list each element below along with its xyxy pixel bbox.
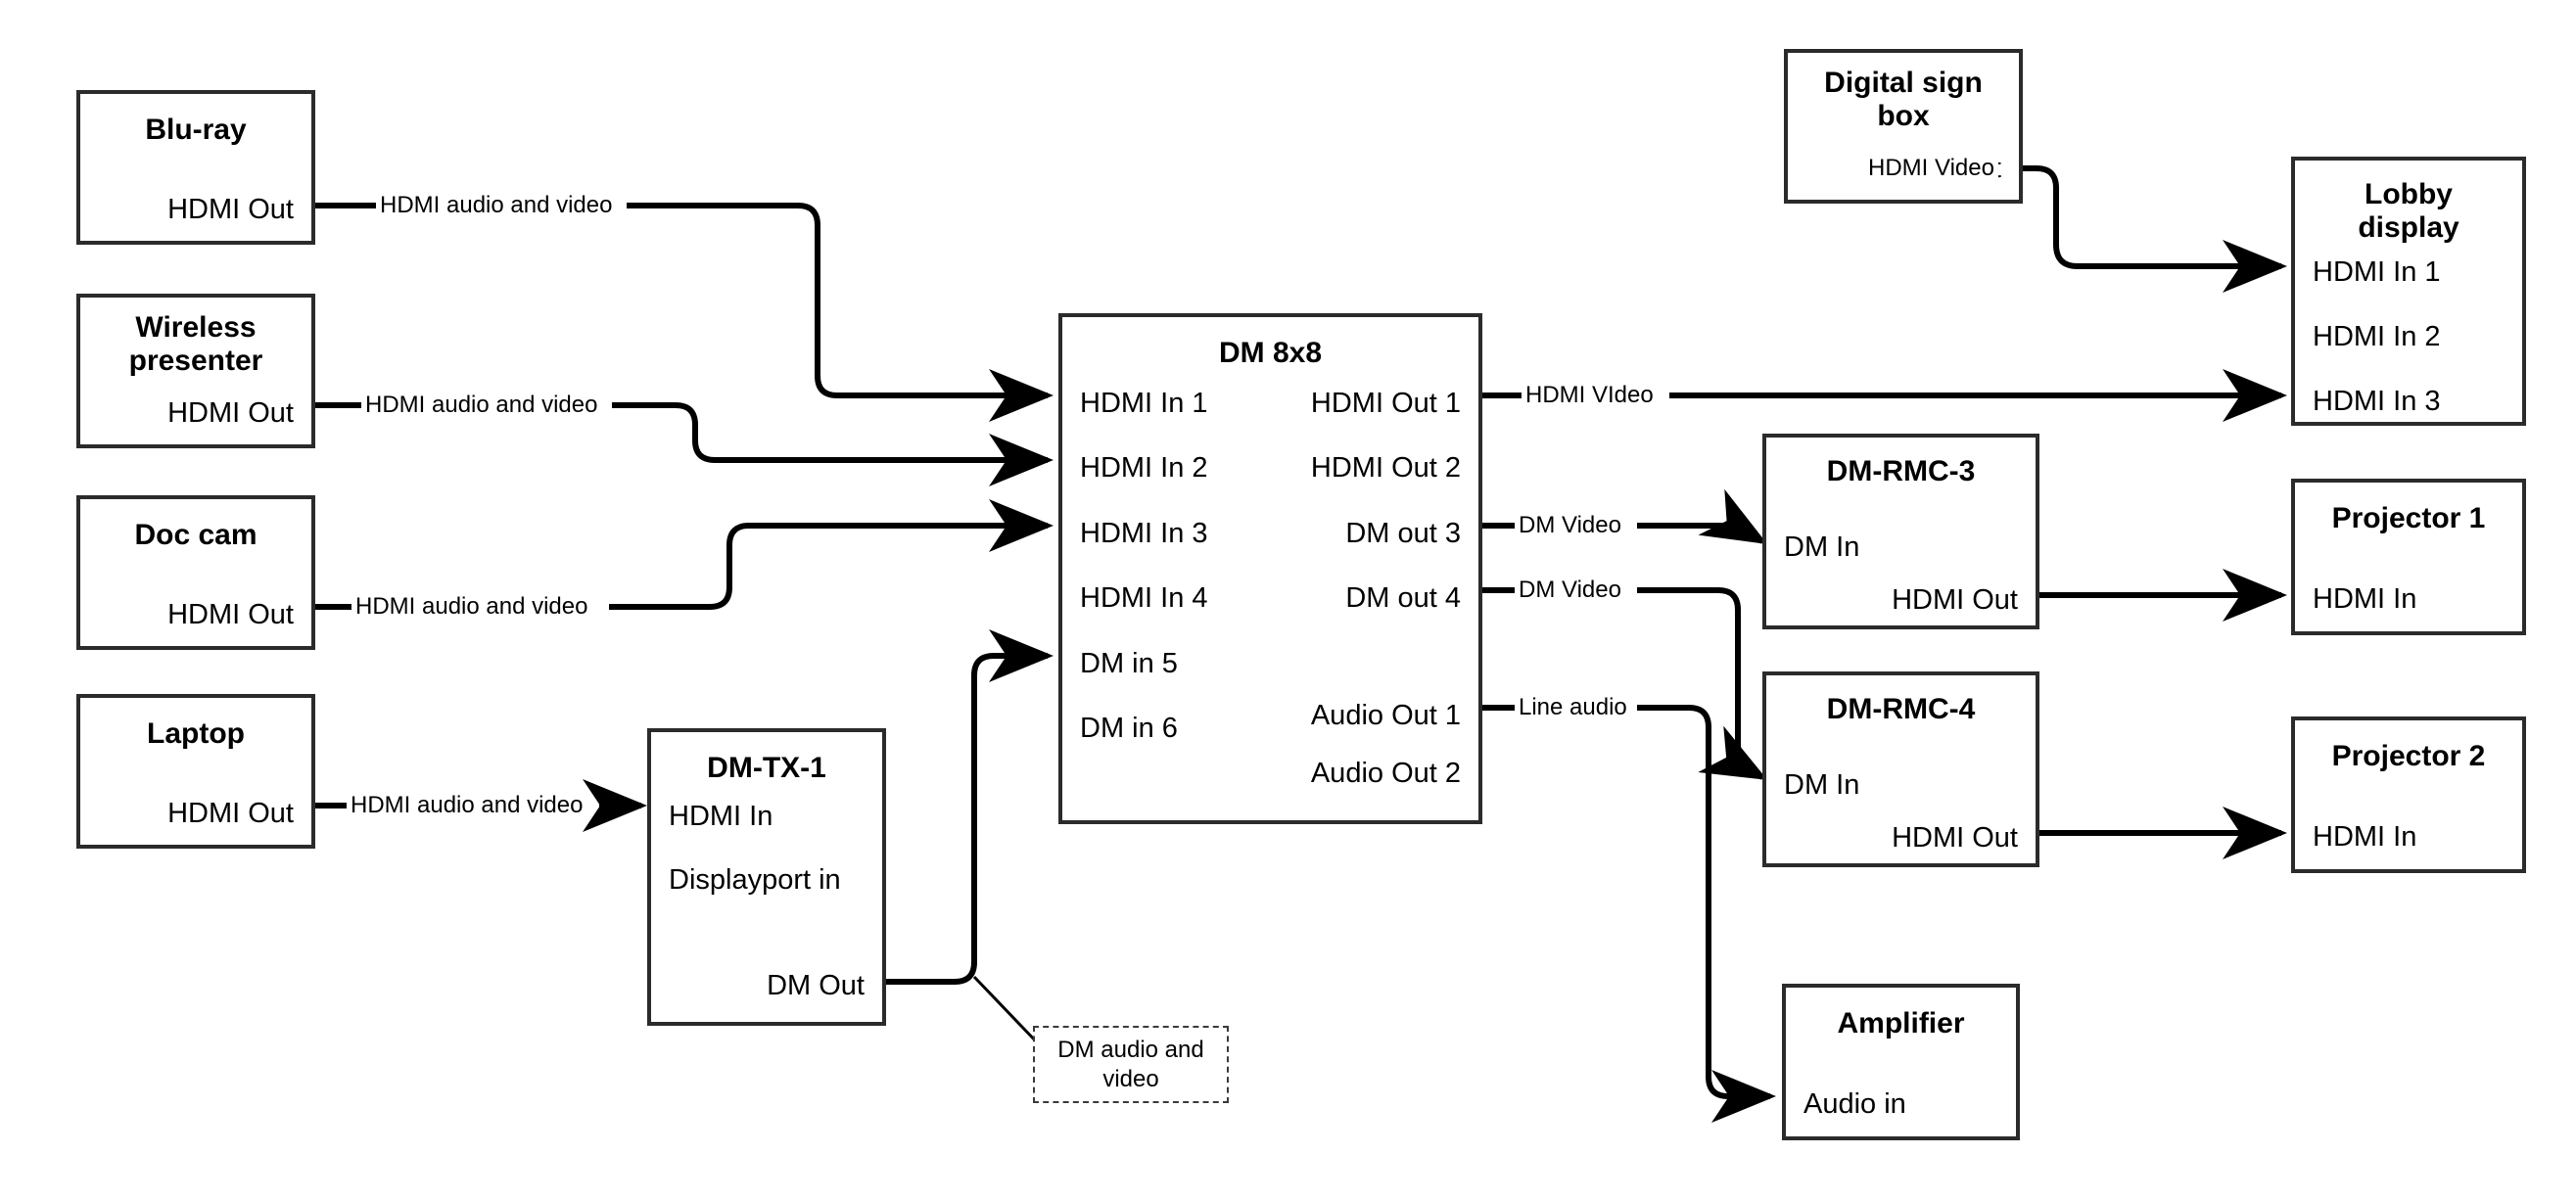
node-digital-sign-box-title-line1: Digital sign bbox=[1824, 67, 1983, 99]
node-dm-8x8[interactable]: DM 8x8 HDMI In 1 HDMI In 2 HDMI In 3 HDM… bbox=[1058, 313, 1482, 824]
wire-bluray-to-hdmi-in-1 bbox=[315, 203, 1048, 395]
wire-dm-out-4-to-rmc4 bbox=[1482, 587, 1762, 777]
node-amplifier-port-audio-in[interactable]: Audio in bbox=[1803, 1088, 1906, 1120]
callout-dm-audio-and-video: DM audio and video bbox=[1033, 1026, 1229, 1103]
node-dm-8x8-output-dm-out-4[interactable]: DM out 4 bbox=[1345, 582, 1461, 614]
node-dm-8x8-input-hdmi-in-4[interactable]: HDMI In 4 bbox=[1080, 582, 1208, 614]
node-dm-tx-1[interactable]: DM-TX-1 HDMI In Displayport in DM Out bbox=[647, 728, 886, 1026]
node-dm-8x8-output-audio-out-2[interactable]: Audio Out 2 bbox=[1310, 758, 1461, 789]
node-lobby-display-input-hdmi-in-3[interactable]: HDMI In 3 bbox=[2313, 386, 2441, 417]
node-dm-8x8-input-dm-in-6[interactable]: DM in 6 bbox=[1080, 713, 1178, 744]
node-projector-1[interactable]: Projector 1 HDMI In bbox=[2291, 479, 2526, 635]
node-doc-cam-title: Doc cam bbox=[134, 519, 258, 551]
node-laptop-title: Laptop bbox=[147, 717, 245, 750]
wire-label-dm-out-4: DM Video bbox=[1515, 578, 1625, 602]
node-amplifier-title: Amplifier bbox=[1837, 1007, 1965, 1039]
node-doc-cam-port-hdmi-out[interactable]: HDMI Out bbox=[167, 599, 294, 630]
node-dm-8x8-input-hdmi-in-2[interactable]: HDMI In 2 bbox=[1080, 452, 1208, 484]
node-dm-8x8-output-hdmi-out-1[interactable]: HDMI Out 1 bbox=[1310, 388, 1461, 419]
node-wireless-presenter-title-line1: Wireless bbox=[135, 311, 257, 344]
node-dm-tx-1-title: DM-TX-1 bbox=[707, 752, 826, 784]
node-dm-rmc-4-port-hdmi-out[interactable]: HDMI Out bbox=[1892, 822, 2018, 854]
node-wireless-presenter-title-line2: presenter bbox=[128, 345, 263, 377]
wire-label-dm-out-3: DM Video bbox=[1515, 514, 1625, 537]
node-dm-rmc-4-title: DM-RMC-4 bbox=[1826, 693, 1976, 725]
wire-label-bluray: HDMI audio and video bbox=[376, 194, 617, 217]
node-projector-2-title: Projector 2 bbox=[2331, 740, 2486, 772]
node-dm-rmc-4-port-dm-in[interactable]: DM In bbox=[1784, 769, 1860, 801]
node-dm-rmc-4[interactable]: DM-RMC-4 DM In HDMI Out bbox=[1762, 671, 2039, 867]
wire-label-audio-out-1: Line audio bbox=[1515, 696, 1631, 719]
node-dm-8x8-input-hdmi-in-1[interactable]: HDMI In 1 bbox=[1080, 388, 1208, 419]
wire-label-hdmi-out-1: HDMI VIdeo bbox=[1522, 384, 1658, 407]
node-laptop-port-hdmi-out[interactable]: HDMI Out bbox=[167, 798, 294, 829]
wire-audio-out-1-to-amplifier bbox=[1482, 705, 1770, 1096]
wire-label-digital-sign: HDMI Video bbox=[1864, 157, 1998, 180]
node-dm-tx-1-port-dm-out[interactable]: DM Out bbox=[767, 970, 865, 1001]
node-lobby-display-input-hdmi-in-2[interactable]: HDMI In 2 bbox=[2313, 321, 2441, 352]
node-projector-1-title: Projector 1 bbox=[2331, 502, 2486, 534]
node-dm-8x8-output-hdmi-out-2[interactable]: HDMI Out 2 bbox=[1310, 452, 1461, 484]
wire-label-wireless: HDMI audio and video bbox=[361, 393, 602, 417]
node-projector-1-port-hdmi-in[interactable]: HDMI In bbox=[2313, 583, 2417, 615]
node-dm-rmc-3[interactable]: DM-RMC-3 DM In HDMI Out bbox=[1762, 434, 2039, 629]
node-bluray-port-hdmi-out[interactable]: HDMI Out bbox=[167, 194, 294, 225]
node-projector-2-port-hdmi-in[interactable]: HDMI In bbox=[2313, 821, 2417, 853]
node-projector-2[interactable]: Projector 2 HDMI In bbox=[2291, 716, 2526, 873]
node-dm-8x8-output-audio-out-1[interactable]: Audio Out 1 bbox=[1310, 700, 1461, 731]
node-lobby-display-title-line2: display bbox=[2358, 211, 2459, 244]
node-amplifier[interactable]: Amplifier Audio in bbox=[1782, 984, 2020, 1140]
node-lobby-display[interactable]: Lobby display HDMI In 1 HDMI In 2 HDMI I… bbox=[2291, 157, 2526, 426]
node-dm-8x8-input-dm-in-5[interactable]: DM in 5 bbox=[1080, 648, 1178, 679]
node-dm-8x8-input-hdmi-in-3[interactable]: HDMI In 3 bbox=[1080, 518, 1208, 549]
node-doc-cam[interactable]: Doc cam HDMI Out bbox=[76, 495, 315, 650]
node-bluray[interactable]: Blu-ray HDMI Out bbox=[76, 90, 315, 245]
node-dm-8x8-title: DM 8x8 bbox=[1218, 337, 1323, 369]
node-dm-tx-1-port-displayport-in[interactable]: Displayport in bbox=[669, 864, 841, 896]
node-dm-8x8-output-dm-out-3[interactable]: DM out 3 bbox=[1345, 518, 1461, 549]
node-dm-rmc-3-title: DM-RMC-3 bbox=[1826, 455, 1976, 487]
node-dm-rmc-3-port-hdmi-out[interactable]: HDMI Out bbox=[1892, 584, 2018, 616]
node-dm-rmc-3-port-dm-in[interactable]: DM In bbox=[1784, 531, 1860, 563]
node-lobby-display-input-hdmi-in-1[interactable]: HDMI In 1 bbox=[2313, 256, 2441, 288]
node-dm-tx-1-port-hdmi-in[interactable]: HDMI In bbox=[669, 801, 773, 832]
node-wireless-presenter[interactable]: Wireless presenter HDMI Out bbox=[76, 294, 315, 448]
node-bluray-title: Blu-ray bbox=[145, 114, 247, 146]
wire-label-laptop: HDMI audio and video bbox=[347, 794, 587, 817]
callout-leader-line bbox=[972, 975, 1042, 1047]
node-lobby-display-title-line1: Lobby bbox=[2365, 178, 2453, 210]
wire-dmtx1-to-dm-in-5 bbox=[886, 629, 1054, 985]
node-wireless-presenter-port-hdmi-out[interactable]: HDMI Out bbox=[167, 397, 294, 429]
node-digital-sign-box-title-line2: box bbox=[1877, 100, 1930, 132]
node-laptop[interactable]: Laptop HDMI Out bbox=[76, 694, 315, 849]
wire-label-doccam: HDMI audio and video bbox=[351, 595, 592, 619]
